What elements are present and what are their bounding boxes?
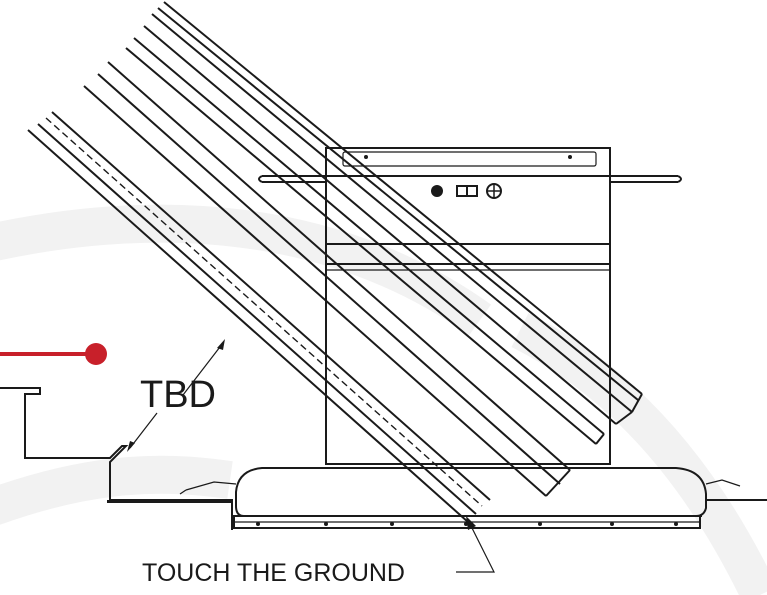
- tbd-leader-lower: [129, 412, 158, 449]
- arrowhead-icon: [127, 441, 135, 452]
- tbd-label: TBD: [140, 374, 216, 416]
- cabinet: [258, 147, 682, 465]
- touch-ground-label: TOUCH THE GROUND: [142, 559, 405, 587]
- curb-profile: [0, 387, 233, 530]
- round-knob-icon: [431, 185, 443, 197]
- touch-ground-leader: [456, 527, 495, 573]
- ground-line-left: [107, 500, 232, 503]
- tbd-leader-upper: [182, 342, 224, 396]
- crosshair-knob-icon: [486, 183, 502, 199]
- ramp-rails: [27, 1, 643, 523]
- arrowhead-icon: [466, 516, 476, 530]
- position-marker: [0, 343, 107, 365]
- watermark-swoosh: [0, 204, 767, 595]
- arrowhead-icon: [217, 339, 225, 350]
- marker-dot-icon: [85, 343, 107, 365]
